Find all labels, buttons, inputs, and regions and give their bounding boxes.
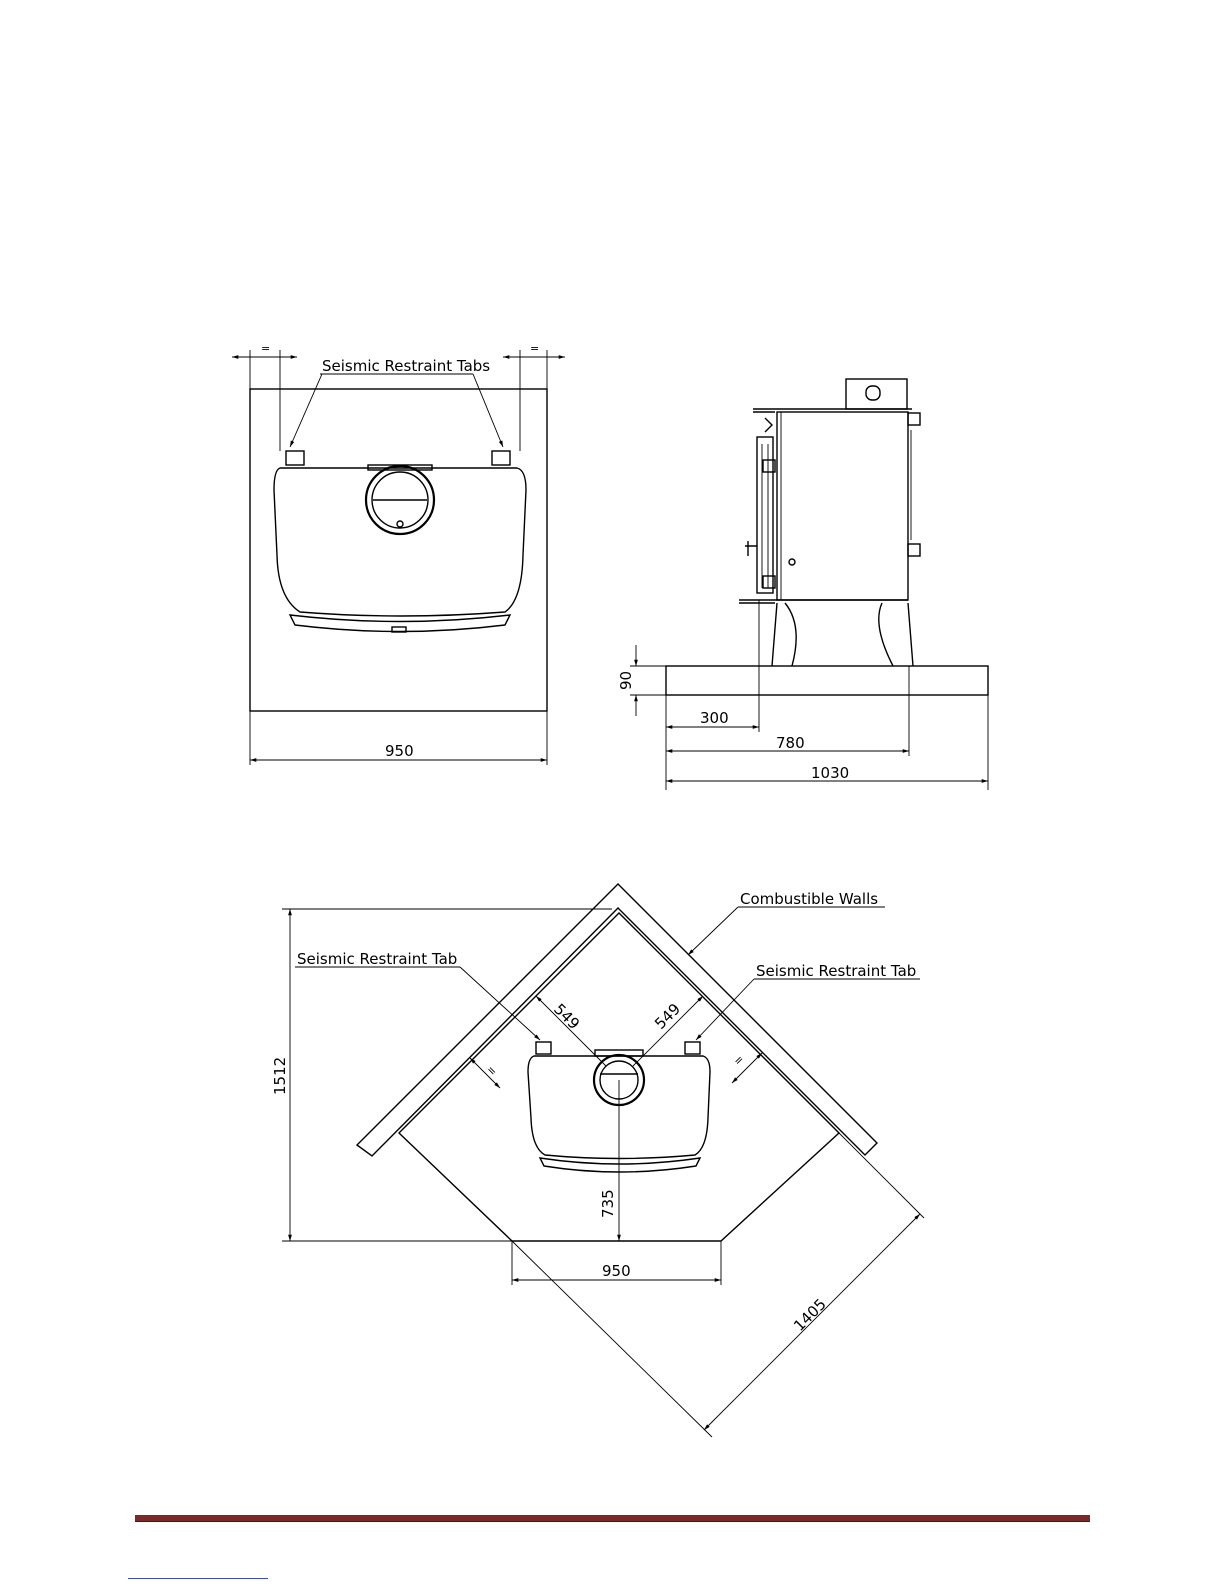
side-hearth xyxy=(666,666,988,695)
corner-clearance-left-dim: 549 xyxy=(550,1000,583,1033)
side-stove-depth-dim: 780 xyxy=(776,734,805,752)
front-stove-body xyxy=(274,468,526,616)
side-rear-tab-top xyxy=(908,413,920,425)
corner-walls-label: Combustible Walls xyxy=(740,890,878,908)
front-view: = = Seismic Restraint Tabs 950 xyxy=(232,342,565,765)
corner-equal-mark-left: = xyxy=(484,1063,500,1079)
side-top-tab xyxy=(765,418,772,432)
side-flue-box xyxy=(846,379,907,409)
side-leg-front xyxy=(772,603,796,666)
corner-ext-line xyxy=(839,1133,924,1218)
corner-front-width-dim: 950 xyxy=(602,1262,631,1280)
front-tab-right-icon xyxy=(492,451,510,465)
corner-tab-left-label: Seismic Restraint Tab xyxy=(297,950,457,968)
front-tabs-label: Seismic Restraint Tabs xyxy=(322,357,490,375)
side-door-offset-dim: 300 xyxy=(700,709,729,727)
side-flue-spigot xyxy=(866,386,880,400)
front-equal-mark-right: = xyxy=(530,342,539,355)
side-door-handle xyxy=(745,541,757,556)
corner-tab-right-icon xyxy=(685,1042,700,1054)
corner-equal-mark-right: = xyxy=(731,1052,747,1068)
front-tab-left-icon xyxy=(286,451,304,465)
front-tabs-leader-left xyxy=(290,374,322,447)
corner-tab-right-label: Seismic Restraint Tab xyxy=(756,962,916,980)
combustible-wall-left xyxy=(357,884,877,1156)
front-width-dim: 950 xyxy=(385,742,414,760)
corner-height-dim: 1512 xyxy=(271,1057,289,1095)
corner-walls-leader xyxy=(688,907,738,955)
side-door-knob xyxy=(789,559,795,565)
corner-view: 735 549 549 = = Combustible Walls Seismi… xyxy=(271,884,924,1437)
side-leg-rear xyxy=(879,603,913,666)
corner-front-gap-dim: 735 xyxy=(599,1189,617,1218)
corner-tab-left-icon xyxy=(536,1042,551,1054)
corner-diagonal-dim: 1405 xyxy=(790,1295,830,1335)
side-hearth-height-dim: 90 xyxy=(617,671,635,690)
footer-rule xyxy=(135,1515,1090,1522)
front-equal-mark-left: = xyxy=(261,342,270,355)
side-body xyxy=(777,412,908,600)
front-stove-base xyxy=(290,615,510,632)
side-rear-tab-bottom xyxy=(908,544,920,556)
front-flue-dot xyxy=(397,521,403,527)
side-hearth-depth-dim: 1030 xyxy=(811,764,849,782)
side-view: 90 300 780 1030 xyxy=(617,379,988,790)
front-tabs-leader-right xyxy=(473,374,503,447)
corner-clearance-right-dim: 549 xyxy=(651,1000,684,1033)
corner-stove-base xyxy=(540,1158,700,1172)
corner-tab-right-leader xyxy=(696,979,754,1040)
footer-link-underline xyxy=(128,1578,268,1579)
